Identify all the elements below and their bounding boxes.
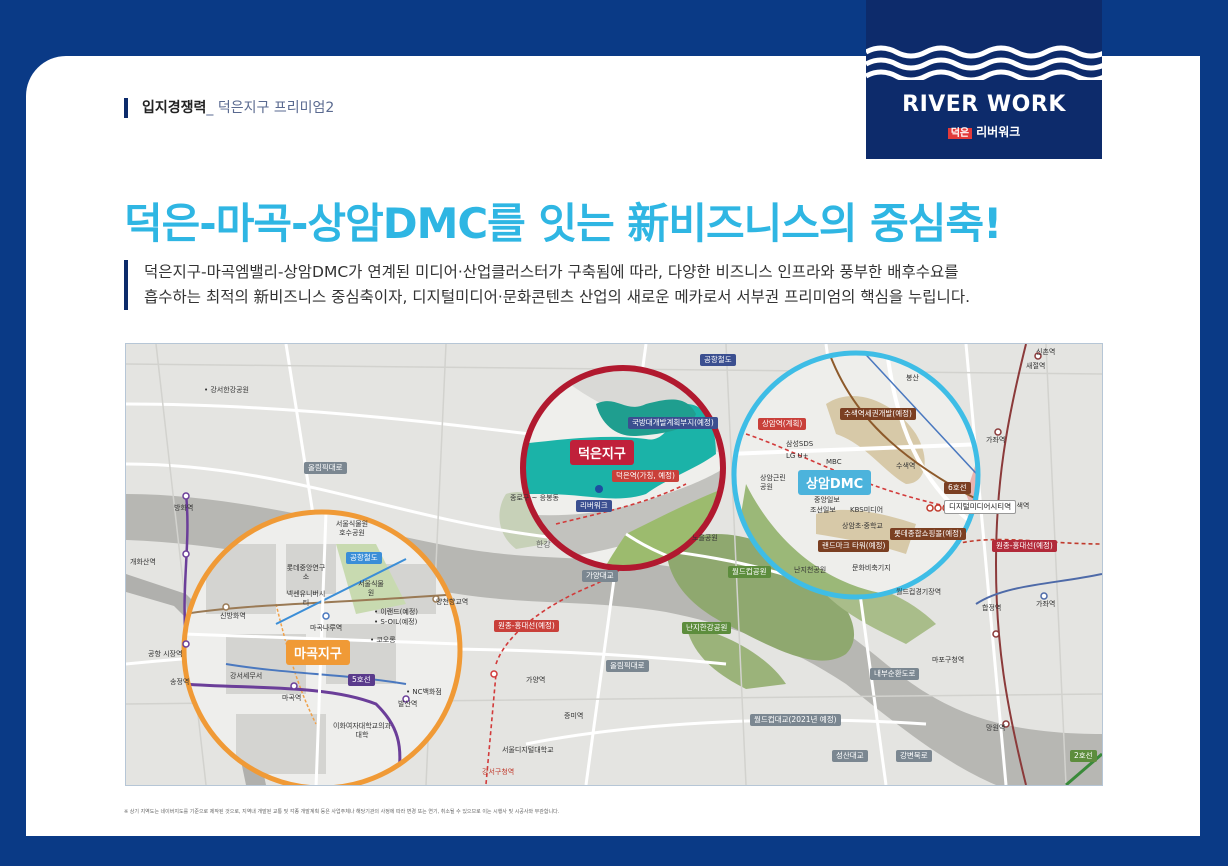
- map-label-susaek: 수색역: [1010, 502, 1030, 510]
- magok-balsan: 발산역: [398, 700, 418, 708]
- map-label-noeul-park: 노을공원: [692, 534, 718, 542]
- sangam-lotte: 롯데종합쇼핑몰(예정): [890, 528, 966, 540]
- deogeun-title: 덕은지구: [570, 440, 634, 465]
- logo-subtitle-text: 리버워크: [976, 125, 1021, 139]
- section-label-main: 입지경쟁력: [142, 100, 207, 116]
- deogeun-project-site: 국방대개발계획부지(예정): [628, 417, 718, 429]
- sangam-landmark: 랜드마크 타워(예정): [818, 540, 890, 552]
- map-label-gangseo-hospital: 강서구청역: [482, 768, 515, 776]
- map-label-world-cup-park: 월드컵공원: [728, 566, 771, 578]
- map-label-line2: 2호선: [1070, 750, 1097, 762]
- deogeun-station: 덕은역(가칭, 예정): [612, 470, 679, 482]
- magok-airport-rail: 공항철도: [346, 552, 382, 564]
- map-label-world-cup-stadium: 월드컵경기장역: [896, 588, 942, 596]
- sangam-school: 상암초·중학교: [842, 522, 883, 530]
- map-label-bongsan: 봉산: [906, 374, 919, 382]
- magok-seoul-park: 서울식물원 호수공원: [335, 520, 369, 537]
- map-label-gonghang-market: 공항 시장역: [148, 650, 183, 658]
- map-label-gaehwasan: 개화산역: [130, 558, 156, 566]
- magok-emart: • 이랜드(예정): [374, 608, 419, 616]
- map-label-sinchon: 신촌역: [1036, 348, 1056, 356]
- magok-nc: • NC백화점: [406, 688, 442, 696]
- footnote: ※ 상기 지역도는 네이버지도를 기준으로 제작된 것으로, 지역내 개발된 교…: [124, 809, 560, 815]
- map-label-airport-rail: 공항철도: [700, 354, 736, 366]
- sangam-dmc-station: 디지털미디어시티역: [944, 500, 1017, 514]
- sangam-kbs: KBS미디어: [850, 506, 884, 514]
- deogeun-logo-label: 리버워크: [576, 500, 612, 512]
- wave-icon: [864, 45, 1108, 83]
- map-label-songjeong: 송정역: [170, 678, 190, 686]
- magok-tax-office: 강서세무서: [230, 672, 263, 680]
- sangam-lg: LG U+: [786, 452, 809, 460]
- sangam-mbc: MBC: [826, 458, 842, 466]
- map-label-hapjeong: 합정역: [982, 604, 1002, 612]
- magok-sinbanghwa: 신방화역: [220, 612, 246, 620]
- location-map: • 강서한강공원 올림픽대로 방화역 개화산역 공항 시장역 송정역 공항철도 …: [125, 343, 1103, 786]
- map-label-worldcup-bridge: 월드컵대교(2021년 예정): [750, 714, 841, 726]
- section-label-sub: _ 덕은지구 프리미엄2: [206, 100, 335, 116]
- map-base: [126, 344, 1102, 785]
- magok-lotte-rd: 롯데중앙연구소: [286, 564, 326, 581]
- map-label-gangseo-park: • 강서한강공원: [204, 386, 249, 394]
- map-label-mangwon: 망원역: [986, 724, 1006, 732]
- sangam-chosun: 조선일보: [810, 506, 836, 514]
- map-label-jeungmi: 증미역: [564, 712, 584, 720]
- logo-tag: 덕은: [947, 128, 973, 139]
- map-label-banghwa: 방화역: [174, 504, 194, 512]
- magok-station: 마곡역: [282, 694, 302, 702]
- map-label-gajwa-east: 가좌역: [1036, 600, 1056, 608]
- map-label-gayang-bridge: 가양대교: [582, 570, 618, 582]
- logo-title: RIVER WORK: [902, 92, 1066, 117]
- magok-magoknaru: 마곡나루역: [310, 624, 343, 632]
- magok-title: 마곡지구: [286, 640, 350, 665]
- section-label: 입지경쟁력_ 덕은지구 프리미엄2: [124, 98, 334, 118]
- map-label-naebu-road: 내부순환도로: [870, 668, 920, 680]
- description-line-1: 덕은지구-마곡엠밸리-상암DMC가 연계된 미디어·산업클러스터가 구축됨에 따…: [144, 263, 959, 281]
- page-title: 덕은-마곡-상암DMC를 잇는 新비즈니스의 중심축!: [124, 199, 1002, 248]
- magok-kolon: • 코오롱: [370, 636, 396, 644]
- description: 덕은지구-마곡엠밸리-상암DMC가 연계된 미디어·산업클러스터가 구축됨에 따…: [124, 260, 1044, 310]
- sangam-susaek: 수색역: [896, 462, 916, 470]
- map-label-saejeol: 새절역: [1026, 362, 1046, 370]
- magok-ewha: 이화여자대학교의과대학: [333, 722, 391, 739]
- deogeun-route: 종로구 ~ 응봉동: [510, 494, 559, 502]
- sangam-culture-base: 문화비축기지: [852, 564, 891, 572]
- sangam-title: 상암DMC: [798, 470, 872, 495]
- map-label-hangang: 한강: [536, 540, 551, 549]
- sangam-susaek-development: 수색역세권개발(예정): [840, 408, 916, 420]
- map-label-gayang: 가양역: [526, 676, 546, 684]
- map-label-nanji-park: 난지한강공원: [682, 622, 732, 634]
- magok-botanic: 서울식물원: [358, 580, 384, 597]
- map-label-seongsan-bridge: 성산대교: [832, 750, 868, 762]
- map-label-wondang-line: 원종-홍대선(예정): [494, 620, 559, 632]
- magok-nexen: 넥센유니버시티: [286, 590, 326, 607]
- map-label-gajwa: 가좌역: [986, 436, 1006, 444]
- sangam-samsung-sds: 삼성SDS: [786, 440, 814, 448]
- sangam-park: 상암근린공원: [760, 474, 786, 491]
- description-line-2: 흡수하는 최적의 新비즈니스 중심축이자, 디지털미디어·문화콘텐츠 산업의 새…: [144, 288, 971, 306]
- sangam-station: 상암역(계획): [758, 418, 807, 430]
- sangam-joongang: 중앙일보: [814, 496, 840, 504]
- magok-s-oil: • S-OIL(예정): [374, 618, 418, 626]
- map-label-olympic-road-center: 올림픽대로: [606, 660, 649, 672]
- map-label-olympic-road-west: 올림픽대로: [304, 462, 347, 474]
- map-label-gangbyeon-road: 강변북로: [896, 750, 932, 762]
- magok-line5: 5호선: [348, 674, 375, 686]
- sangam-nanji-park: 난지천공원: [794, 566, 827, 574]
- map-label-digital-university: 서울디지털대학교: [502, 746, 554, 754]
- map-label-wondang-line-east: 원종-홍대선(예정): [992, 540, 1057, 552]
- map-label-mapo-office: 마포구청역: [932, 656, 965, 664]
- magok-yangcheon: 양천향교역: [436, 598, 469, 606]
- sangam-line6: 6호선: [944, 482, 971, 494]
